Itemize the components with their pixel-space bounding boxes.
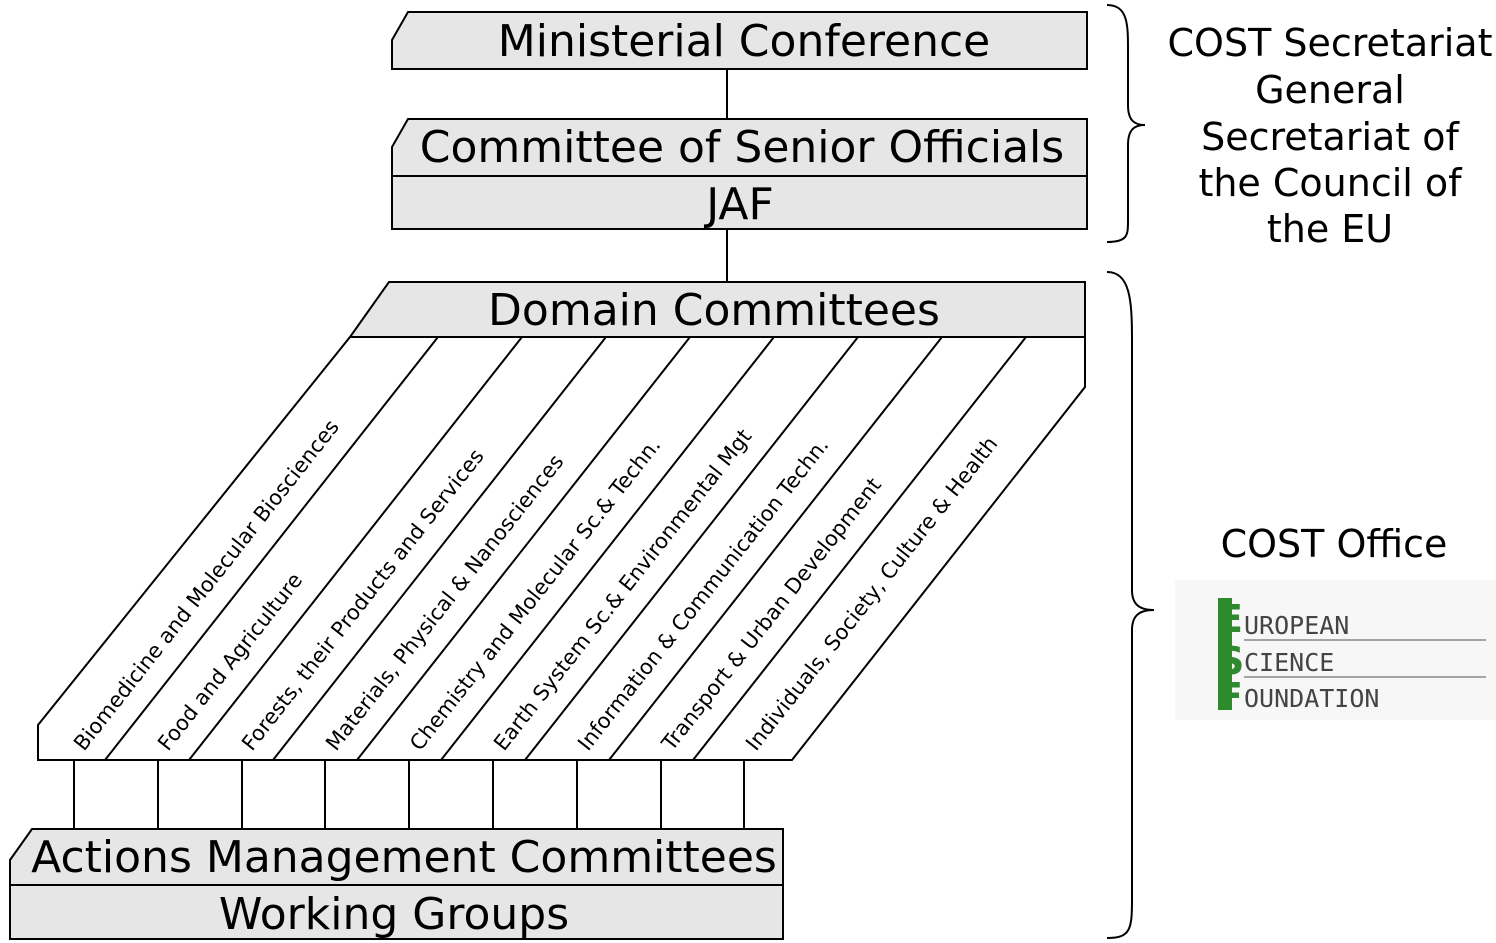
cost-secretariat-text: COST Secretariat General Secretariat of … [1168,21,1493,251]
secretariat-line: Secretariat of [1201,115,1460,159]
ministerial-conference-label: Ministerial Conference [498,16,990,67]
secretariat-line: General [1255,68,1405,112]
lower-brace [1106,271,1155,939]
secretariat-line: the EU [1267,207,1393,251]
actions-management-box: Actions Management Committees [9,828,784,886]
domain-divider [356,336,691,761]
cost-office-label: COST Office [1221,522,1448,566]
esf-initial-s: S [1217,639,1244,683]
domain-divider [608,336,943,761]
esf-word-european: UROPEAN [1244,611,1349,640]
secretariat-line: COST Secretariat [1168,21,1493,65]
domain-divider [524,336,859,761]
upper-brace [1106,4,1146,243]
working-groups-label: Working Groups [219,889,569,940]
esf-word-science: CIENCE [1244,648,1334,677]
domain-action-connectors [73,760,745,829]
esf-word-foundation: OUNDATION [1244,684,1379,713]
domain-strips: Biomedicine and Molecular Biosciences Fo… [37,336,1086,761]
ministerial-conference-box: Ministerial Conference [391,11,1088,70]
actions-management-label: Actions Management Committees [31,832,777,883]
domain-divider [188,336,523,761]
domain-divider [440,336,775,761]
domain-committees-label: Domain Committees [488,285,940,336]
domain-divider [272,336,607,761]
senior-officials-label: Committee of Senior Officials [420,122,1064,173]
domain-committees-box: Domain Committees [348,281,1086,338]
senior-officials-box: Committee of Senior Officials [391,118,1088,177]
esf-initial-f: F [1217,675,1243,719]
domain-divider [692,336,1027,761]
jaf-box: JAF [391,175,1088,230]
esf-logo-bar [1218,598,1232,710]
esf-logo: E S F UROPEAN CIENCE OUNDATION [1175,580,1496,720]
secretariat-line: the Council of [1198,161,1463,205]
esf-initial-e: E [1217,597,1243,641]
working-groups-box: Working Groups [9,884,784,940]
domain-divider [104,336,439,761]
jaf-label: JAF [703,179,774,230]
